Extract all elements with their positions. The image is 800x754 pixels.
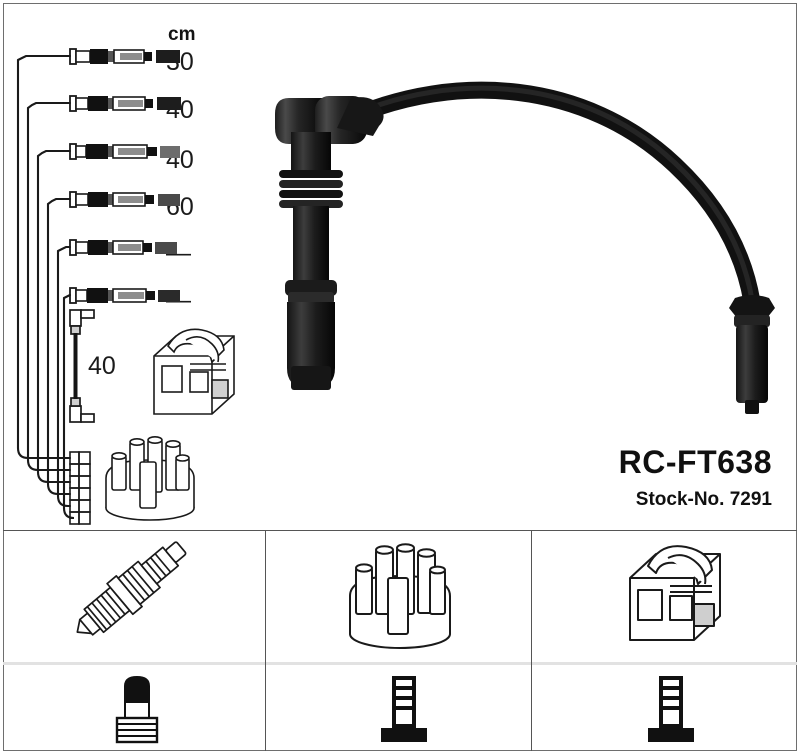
cable-connector-6 — [69, 287, 180, 304]
product-code: RC-FT638 — [618, 444, 772, 480]
straight-terminal-icon-center — [381, 676, 427, 742]
cable-connector-5 — [69, 239, 177, 256]
distributor-cap-panel-icon — [349, 543, 451, 649]
cable-connector-4 — [69, 191, 180, 208]
jumper-lead-illustration — [69, 309, 95, 423]
panel-divider-right — [531, 531, 532, 751]
jumper-lead-length-label: 40 — [88, 352, 116, 380]
panel-divider-left — [265, 531, 266, 751]
main-ignition-lead-illustration — [275, 81, 775, 414]
spark-plug-icon — [76, 541, 187, 636]
cable-connector-1 — [69, 48, 180, 65]
cable-length-chart: cm 30 40 40 60 — — — [8, 8, 238, 525]
cable-connector-2 — [69, 95, 181, 112]
product-stock-number: Stock-No. 7291 — [635, 489, 772, 510]
chart-unit-header: cm — [168, 24, 196, 45]
cable-diagram-lines — [16, 48, 181, 525]
straight-terminal-icon-right — [648, 676, 694, 742]
cable-connector-3 — [69, 143, 180, 160]
panel-divider-top — [3, 530, 797, 531]
distributor-cap-icon — [105, 436, 195, 521]
ignition-coil-panel-icon — [629, 545, 721, 641]
panel-divider-middle — [3, 662, 797, 665]
ignition-coil-icon — [153, 328, 235, 415]
rubber-boot-terminal-icon — [115, 676, 159, 744]
